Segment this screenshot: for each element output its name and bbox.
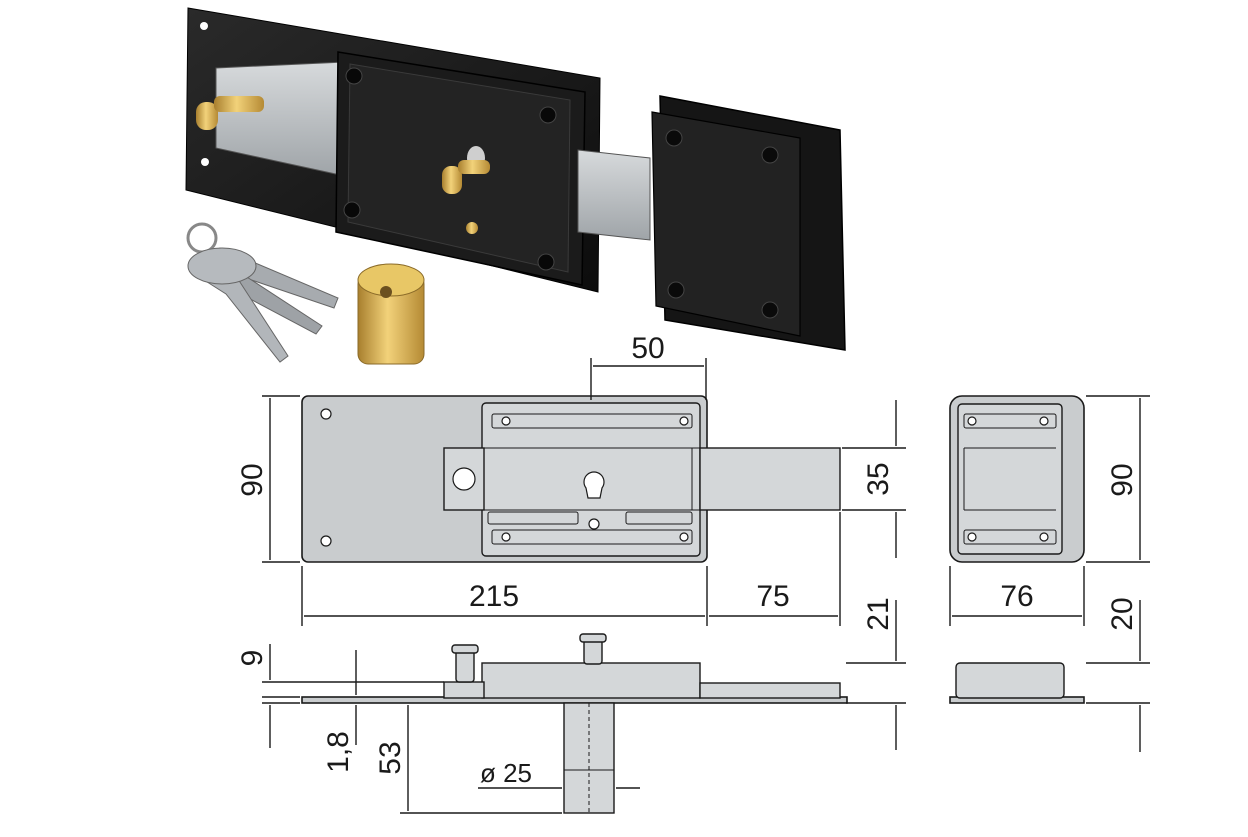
dim-front-width: 215	[469, 580, 519, 613]
body-screw	[501, 532, 511, 542]
keyhole-drawing	[583, 471, 605, 499]
dim-keeper-thickness: 20	[1106, 597, 1139, 630]
keeper-side-box	[955, 662, 1065, 699]
case-screw	[537, 253, 555, 271]
keeper-box	[651, 111, 801, 337]
brass-cylinder	[357, 263, 425, 365]
bolt-guide	[443, 447, 485, 511]
side-view-drawing	[301, 633, 848, 814]
brass-knob	[196, 102, 218, 130]
keeper-screw	[761, 301, 779, 319]
case-screw	[343, 201, 361, 219]
dim-front-height: 90	[236, 463, 269, 496]
side-knob	[583, 639, 603, 665]
dim-cylinder-length: 53	[374, 741, 407, 774]
plate-hole	[320, 535, 332, 547]
keeper-side-drawing	[949, 662, 1085, 704]
keeper-screw	[667, 281, 685, 299]
key-ring	[186, 222, 218, 254]
dimension-labels: 90 215 75 50 35 90 76 21 20 9 1,8 53 ø 2…	[236, 332, 1139, 788]
keeper-slot	[963, 529, 1057, 545]
bolt-drawing	[699, 447, 841, 511]
side-knob	[455, 649, 475, 683]
slot-cutout	[625, 511, 693, 525]
keeper-box-drawing	[957, 403, 1063, 555]
cylinder-face	[357, 263, 425, 297]
cylinder-keyway	[380, 286, 392, 298]
side-knob-cap	[579, 633, 607, 643]
keys	[186, 222, 339, 363]
dim-keeper-width: 76	[1000, 580, 1033, 613]
keeper-slot	[963, 413, 1057, 429]
brass-knob	[442, 166, 462, 194]
case-screw	[539, 106, 557, 124]
body-screw	[679, 532, 689, 542]
small-hole	[588, 518, 600, 530]
front-view-drawing	[301, 395, 841, 563]
plate-hole	[200, 22, 208, 30]
side-guide	[443, 681, 485, 699]
body-slot	[491, 413, 693, 429]
body-screw	[501, 416, 511, 426]
dimension-lines	[262, 358, 1150, 814]
dim-bolt-throw: 75	[756, 580, 789, 613]
dim-side-thickness: 21	[862, 597, 895, 630]
plate-hole	[201, 158, 209, 166]
side-bolt	[699, 682, 841, 699]
product-render	[185, 7, 846, 365]
plate-hole	[320, 408, 332, 420]
body-screw	[679, 416, 689, 426]
brass-knob-stem	[458, 160, 490, 174]
guide-hole	[452, 467, 476, 491]
side-body	[481, 662, 701, 699]
keeper-screw	[761, 146, 779, 164]
sliding-bolt	[577, 149, 651, 241]
dim-cylinder-diameter: ø 25	[480, 758, 532, 788]
dim-plate-step: 9	[236, 650, 269, 667]
dim-plate-thickness: 1,8	[322, 731, 355, 773]
dim-cylinder-offset: 50	[631, 332, 664, 365]
brass-screw	[466, 222, 478, 234]
slot-cutout	[487, 511, 579, 525]
body-slot	[491, 529, 693, 545]
side-knob-cap	[451, 644, 479, 654]
keeper-view-drawing	[949, 395, 1085, 563]
dim-keeper-height: 90	[1106, 463, 1139, 496]
dim-bolt-height: 35	[862, 462, 895, 495]
keeper-screw	[665, 129, 683, 147]
key-head	[187, 247, 257, 285]
brass-knob-stem	[214, 96, 264, 112]
case-screw	[345, 67, 363, 85]
